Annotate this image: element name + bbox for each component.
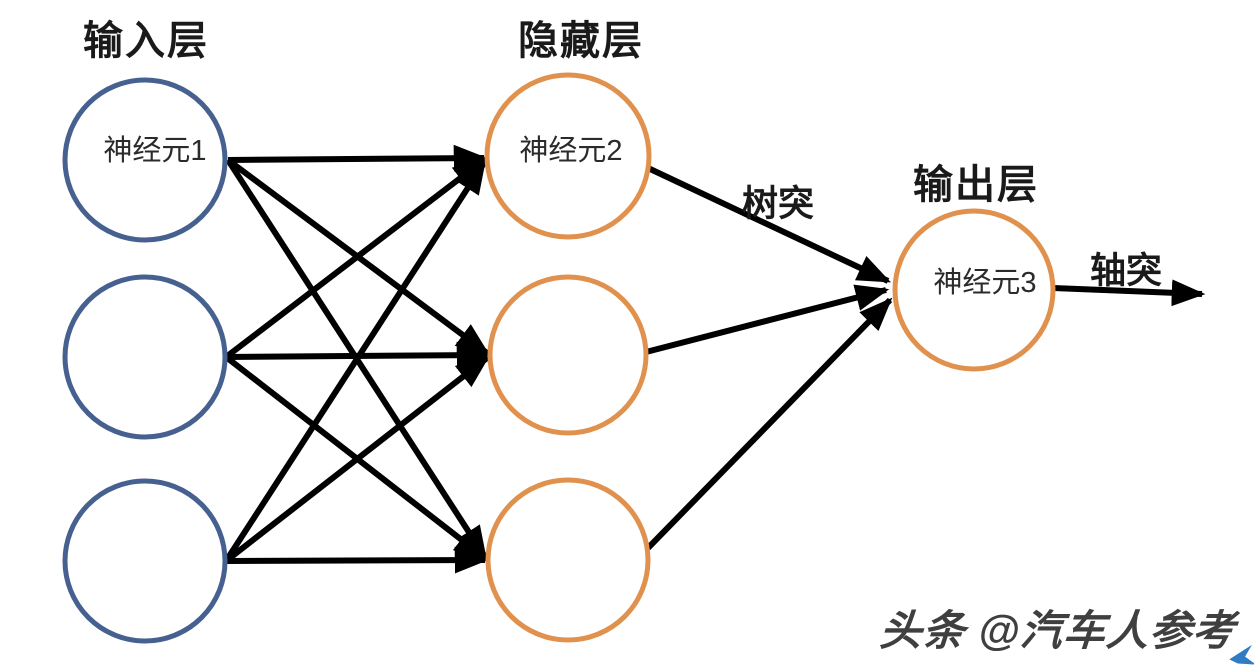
corner-arrow-icon (1229, 644, 1254, 665)
hidden-to-output-edges (645, 165, 893, 551)
neuron-1-label: 神经元1 (103, 134, 206, 167)
hidden-layer-title: 隐藏层 (518, 19, 644, 63)
edge-h1-out-dendrite (646, 165, 892, 284)
edge-i3-h3 (225, 546, 489, 574)
output-layer-title: 输出层 (913, 163, 1039, 207)
hidden-neuron-3-circle (485, 477, 651, 643)
input-neuron-1-circle (62, 77, 228, 243)
hidden-neuron-2-circle (487, 274, 649, 436)
hidden-neuron-1-circle (484, 72, 652, 240)
input-layer-title: 输入层 (83, 19, 209, 63)
edge-i1-h1 (227, 144, 488, 172)
axon-label: 轴突 (1090, 250, 1162, 291)
input-to-hidden-edges (223, 144, 491, 574)
edge-i3-h1 (223, 160, 487, 563)
dendrite-label: 树突 (742, 183, 814, 224)
edge-output-axon (1052, 279, 1206, 307)
edge-i2-h1 (224, 157, 487, 360)
edge-h2-out (645, 284, 890, 355)
watermark-text: 头条 @汽车人参考 (878, 607, 1238, 654)
output-neuron-circle (892, 208, 1056, 372)
input-neuron-2-circle (62, 274, 228, 440)
neuron-2-label: 神经元2 (519, 134, 622, 167)
neuron-3-label: 神经元3 (933, 266, 1036, 299)
input-neuron-3-circle (62, 478, 228, 644)
edge-h3-out (645, 297, 893, 551)
edge-i3-h2 (224, 355, 490, 564)
